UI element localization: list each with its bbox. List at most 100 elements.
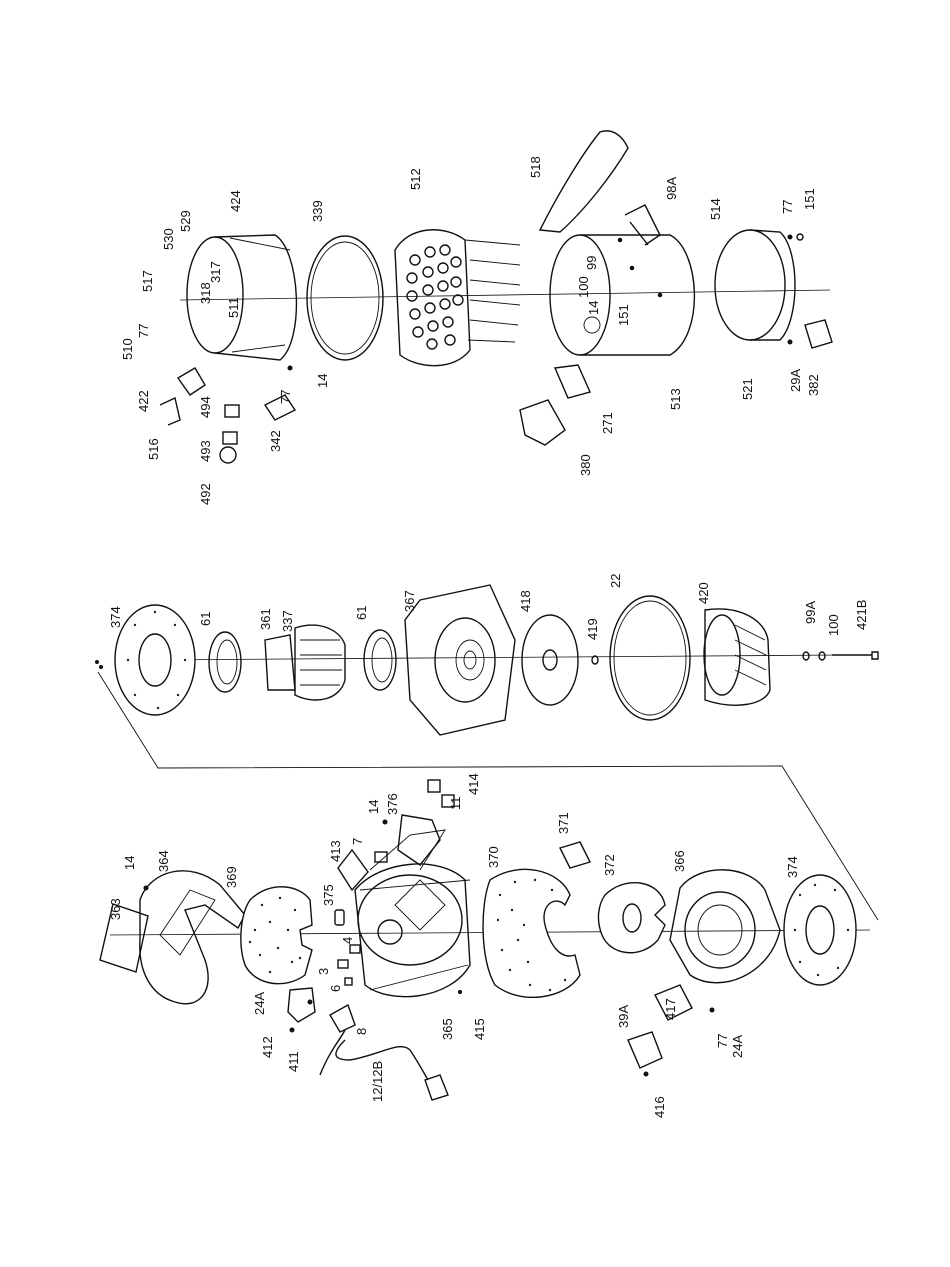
label-374: 374 — [108, 606, 123, 628]
label-415: 415 — [472, 1018, 487, 1040]
label-151: 151 — [802, 188, 817, 210]
label-376: 376 — [385, 793, 400, 815]
label-412: 412 — [260, 1036, 275, 1058]
part-513-tank — [580, 235, 694, 355]
label-516: 516 — [146, 438, 161, 460]
label-12-12b: 12/12B — [370, 1061, 385, 1102]
group-motor-filter — [96, 585, 879, 735]
label-3: 3 — [316, 968, 331, 975]
label-14: 14 — [315, 374, 330, 388]
part-61-gasket-upper — [209, 632, 241, 692]
part-3-clip — [338, 960, 348, 968]
label-99a: 99A — [803, 601, 818, 624]
label-382: 382 — [806, 374, 821, 396]
label-99: 99 — [584, 256, 599, 270]
label-361: 361 — [258, 608, 273, 630]
part-493-spacer — [223, 432, 237, 444]
assembly-connector-line — [98, 672, 878, 920]
part-492-ball — [220, 447, 236, 463]
label-492: 492 — [198, 483, 213, 505]
part-39a-caster — [628, 1032, 662, 1068]
part-382-caster — [805, 320, 832, 348]
part-371-filter-pad — [560, 842, 590, 868]
part-422-float — [178, 368, 205, 395]
label-342: 342 — [268, 430, 283, 452]
label-514: 514 — [708, 198, 723, 220]
part-337-motor — [295, 625, 345, 700]
group-tank-cartridge — [160, 131, 832, 463]
label-61: 61 — [354, 606, 369, 620]
label-416: 416 — [652, 1096, 667, 1118]
label-518: 518 — [528, 156, 543, 178]
part-372-foam-ring — [598, 883, 665, 953]
label-529: 529 — [178, 210, 193, 232]
part-369-foam-pad — [241, 887, 312, 984]
label-4: 4 — [340, 937, 355, 944]
label-365: 365 — [440, 1018, 455, 1040]
label-77: 77 — [780, 200, 795, 214]
part-77-screw — [788, 235, 792, 239]
label-521: 521 — [740, 378, 755, 400]
label-530: 530 — [161, 228, 176, 250]
part-6-screw — [345, 978, 352, 985]
label-339: 339 — [310, 200, 325, 222]
label-14: 14 — [586, 301, 601, 315]
label-366: 366 — [672, 850, 687, 872]
label-421b: 421B — [854, 600, 869, 630]
part-367-motor-plate — [405, 585, 515, 735]
part-516-latch — [160, 398, 180, 425]
label-517: 517 — [140, 270, 155, 292]
part-98a-handle-clip — [625, 205, 660, 245]
part-366-base-plate — [670, 870, 780, 983]
label-24a: 24A — [252, 992, 267, 1015]
label-510: 510 — [120, 338, 135, 360]
label-380: 380 — [578, 454, 593, 476]
label-371: 371 — [556, 812, 571, 834]
label-375: 375 — [321, 884, 336, 906]
label-370: 370 — [486, 846, 501, 868]
label-418: 418 — [518, 590, 533, 612]
label-420: 420 — [696, 582, 711, 604]
label-6: 6 — [328, 985, 343, 992]
label-151: 151 — [616, 304, 631, 326]
label-8: 8 — [354, 1028, 369, 1035]
label-422: 422 — [136, 390, 151, 412]
part-419-washer — [592, 656, 598, 664]
part-380-inlet-valve — [520, 400, 565, 445]
label-29a: 29A — [788, 369, 803, 392]
part-271-bracket — [555, 365, 590, 398]
label-369: 369 — [224, 866, 239, 888]
part-494-spacer — [225, 405, 239, 417]
group-motor-head — [100, 780, 870, 1100]
label-39a: 39A — [616, 1005, 631, 1028]
part-8-strain-relief — [330, 1005, 355, 1032]
label-22: 22 — [608, 574, 623, 588]
label-424: 424 — [228, 190, 243, 212]
label-367: 367 — [402, 590, 417, 612]
part-414-terminal-a — [428, 780, 440, 792]
label-414: 414 — [466, 773, 481, 795]
label-317: 317 — [208, 261, 223, 283]
label-411: 411 — [286, 1051, 301, 1072]
part-412-switch-box — [288, 988, 315, 1022]
label-61: 61 — [198, 612, 213, 626]
part-518-hose — [540, 131, 628, 232]
label-363: 363 — [108, 898, 123, 920]
label-24a: 24A — [730, 1035, 745, 1058]
part-375-switch — [335, 910, 344, 925]
label-417: 417 — [663, 998, 678, 1020]
label-512: 512 — [408, 168, 423, 190]
part-61-gasket-lower — [364, 630, 396, 690]
label-77: 77 — [136, 324, 151, 338]
label-100: 100 — [826, 614, 841, 636]
part-365-motor-housing — [355, 864, 470, 997]
part-418-filter-disc — [522, 615, 578, 705]
part-514-dolly-ring — [715, 230, 785, 340]
part-512-cartridge-bundle — [395, 230, 520, 366]
label-513: 513 — [668, 388, 683, 410]
label-77: 77 — [278, 390, 293, 404]
part-22-large-gasket — [610, 596, 690, 720]
part-4-bracket — [350, 945, 360, 953]
part-424-lid-rim — [187, 237, 243, 353]
